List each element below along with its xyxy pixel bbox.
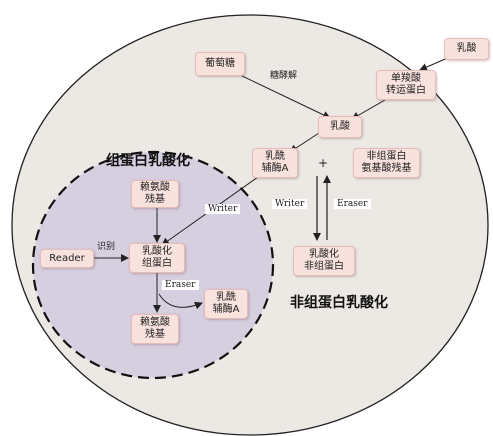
reader-box: Reader [40,249,94,268]
non-histone-lactylation-title: 非组蛋白乳酸化 [290,295,388,311]
eraser-label-left: Eraser [162,280,199,290]
non-histone-lys-box: 非组蛋白 氨基酸残基 [353,148,420,178]
lactylated-histone-box: 乳酸化 组蛋白 [129,243,185,273]
writer-label-left: Writer [205,204,241,214]
lactyl-coa-bottom-box: 乳酰 辅酶A [204,289,248,319]
lactate-box: 乳酸 [318,116,362,138]
mct-box: 单羧酸 转运蛋白 [376,70,436,100]
plus-sign: + [318,156,329,170]
lactylated-non-histone-box: 乳酸化 非组蛋白 [293,246,355,276]
arrow-mct-to-lactate [351,99,386,120]
recognize-label: 识别 [97,242,116,252]
eraser-label-right: Eraser [334,199,371,209]
lactate-extracellular-box: 乳酸 [444,38,489,60]
lactyl-coa-top-box: 乳酰 辅酶A [252,148,298,178]
glycolysis-label: 糖酵解 [270,71,298,81]
lys-bottom-box: 赖氨酸 残基 [131,314,179,344]
glucose-box: 葡萄糖 [195,52,245,76]
arrow-glucose-to-lactate [237,73,331,119]
writer-label-right: Writer [272,199,308,209]
histone-lactylation-title: 组蛋白乳酸化 [106,153,190,169]
arrow-eraser-to-lactylcoa [158,293,203,310]
lys-top-box: 赖氨酸 残基 [131,180,179,208]
